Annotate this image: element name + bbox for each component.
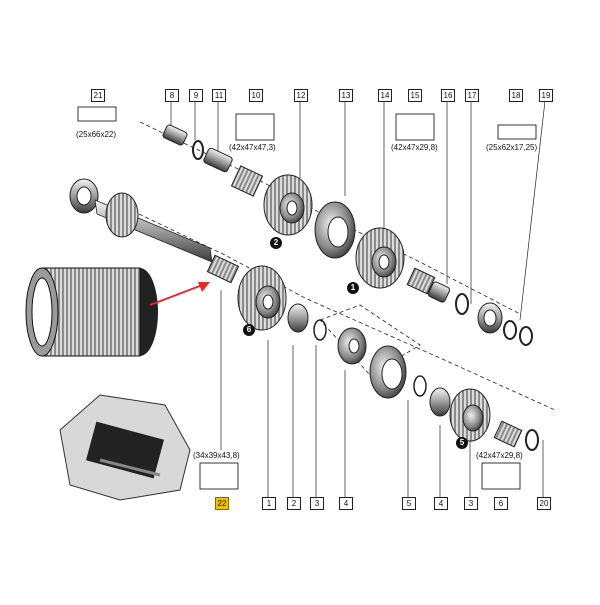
callout-9: 9 — [189, 89, 203, 102]
gear-marker-2: 2 — [270, 237, 282, 249]
bearing-symbols — [77, 106, 537, 490]
callout-1: 1 — [262, 497, 276, 510]
needle-bearing-closeup — [25, 267, 158, 357]
main-shaft — [94, 192, 213, 263]
pointer-arrow — [149, 282, 210, 306]
callout-17: 17 — [465, 89, 479, 102]
bushing-11 — [203, 147, 233, 173]
callout-14: 14 — [378, 89, 392, 102]
synchro-hub-5 — [337, 327, 367, 365]
callout-15: 15 — [408, 89, 422, 102]
callout-3: 3 — [310, 497, 324, 510]
callout-20: 20 — [537, 497, 551, 510]
callout-3b: 3 — [464, 497, 478, 510]
ball-bearing-18 — [477, 302, 503, 334]
callout-6: 6 — [494, 497, 508, 510]
callout-18: 18 — [509, 89, 523, 102]
callout-12: 12 — [294, 89, 308, 102]
callout-13: 13 — [339, 89, 353, 102]
ring-9 — [192, 140, 204, 160]
needle-bearing-7 — [493, 420, 523, 448]
callout-8: 8 — [165, 89, 179, 102]
gear-6 — [449, 388, 491, 442]
gear-marker-5: 5 — [456, 437, 468, 449]
sleeve-4b — [369, 345, 407, 399]
dimension-15: (42x47x29,8) — [391, 143, 438, 152]
callout-4: 4 — [339, 497, 353, 510]
callout-22-highlighted[interactable]: 22 — [215, 497, 229, 510]
callout-5: 5 — [402, 497, 416, 510]
callout-2: 2 — [287, 497, 301, 510]
needle-bearing-15 — [406, 267, 436, 295]
dimension-18: (25x62x17,25) — [486, 143, 538, 152]
circlip-19 — [503, 320, 533, 346]
ball-bearing-21 — [69, 178, 99, 214]
bushing-16 — [427, 281, 451, 303]
dimension-22: (34x39x43,8) — [193, 451, 240, 460]
circlip-20 — [525, 429, 539, 451]
gear-1 — [237, 265, 287, 331]
gearbox-housing-thumbnail — [59, 394, 191, 501]
synchro-ring-3a — [287, 303, 309, 333]
bushing-8 — [162, 124, 188, 146]
synchro-hub-13 — [314, 201, 356, 259]
gear-marker-1: 1 — [347, 282, 359, 294]
callout-4b: 4 — [434, 497, 448, 510]
callout-10: 10 — [249, 89, 263, 102]
callout-19: 19 — [539, 89, 553, 102]
ring-17 — [455, 293, 469, 315]
callout-21: 21 — [91, 89, 105, 102]
callout-16: 16 — [441, 89, 455, 102]
dimension-7: (42x47x29,8) — [476, 451, 523, 460]
assembly-outline — [119, 121, 556, 411]
dimension-21: (25x66x22) — [76, 130, 117, 139]
gear-14 — [355, 227, 405, 289]
gear-12 — [263, 174, 313, 236]
needle-bearing-22 — [206, 254, 240, 284]
needle-bearing-10 — [230, 165, 264, 197]
synchro-ring-3b — [429, 387, 451, 417]
ring-4a — [313, 319, 327, 341]
ring-4c — [413, 375, 427, 397]
callout-11: 11 — [212, 89, 226, 102]
dimension-10: (42x47x47,3) — [229, 143, 276, 152]
gear-marker-6: 6 — [243, 324, 255, 336]
